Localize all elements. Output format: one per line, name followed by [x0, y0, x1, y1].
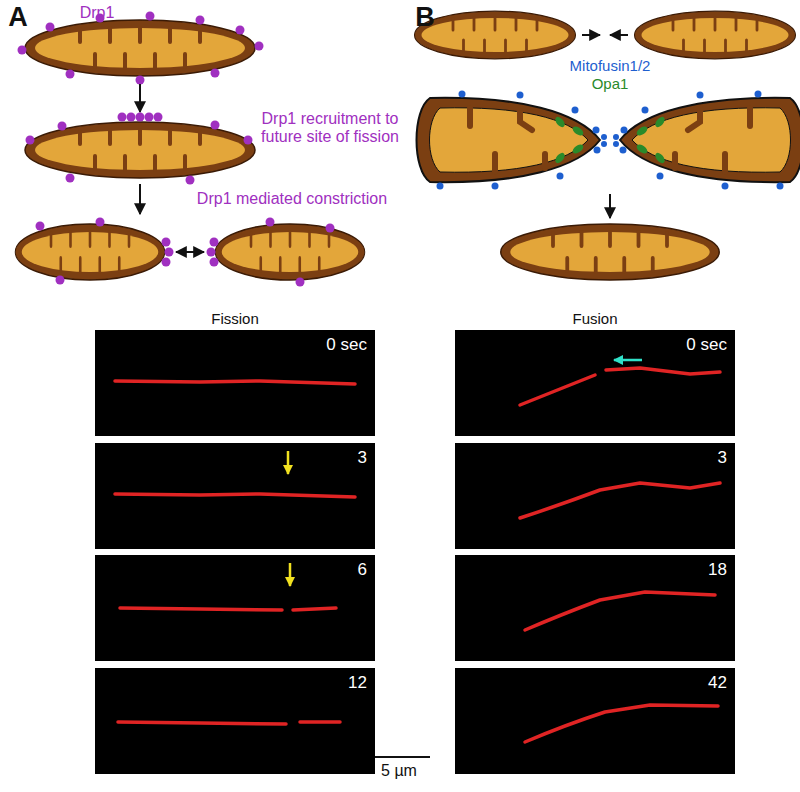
time-stamp: 0 sec [686, 335, 727, 355]
step-label: Drp1 recruitment to future site of fissi… [255, 110, 405, 147]
time-stamp: 6 [358, 560, 367, 580]
panel-caption: Fission [211, 310, 259, 327]
micrograph-panel: 42 [455, 668, 735, 774]
time-stamp: 12 [348, 673, 367, 693]
panel-caption: Fusion [572, 310, 617, 327]
panel-letter: A [8, 2, 28, 33]
scale-label: 5 µm [381, 762, 417, 780]
micrograph-panel: 0 sec [455, 330, 735, 436]
time-stamp: 18 [708, 560, 727, 580]
micrograph-panel: 18 [455, 555, 735, 661]
protein-label: Opa1 [592, 75, 629, 92]
time-stamp: 3 [358, 448, 367, 468]
time-stamp: 0 sec [326, 335, 367, 355]
protein-label: Drp1 [80, 4, 115, 22]
time-stamp: 42 [708, 673, 727, 693]
step-label: Drp1 mediated constriction [197, 190, 387, 208]
panel-letter: B [415, 2, 435, 33]
time-stamp: 3 [718, 448, 727, 468]
protein-label: Mitofusin1/2 [570, 57, 651, 74]
micrograph-panel: 3 [455, 443, 735, 549]
